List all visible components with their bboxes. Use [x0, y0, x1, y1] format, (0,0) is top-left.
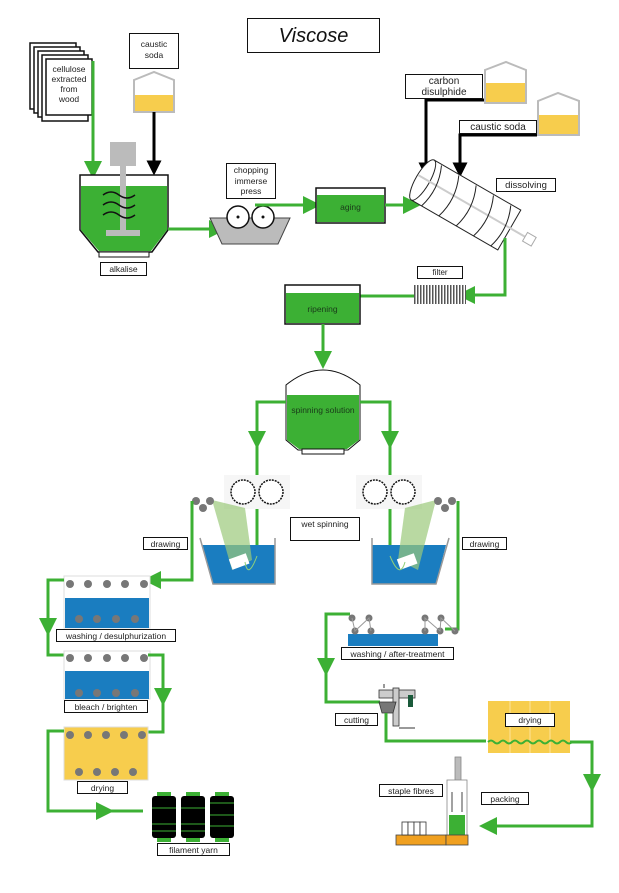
label-drawing-right: drawing: [462, 537, 507, 550]
label-ripening: ripening: [307, 304, 338, 314]
chopping-press-icon: [209, 205, 291, 245]
label-aging: aging: [340, 202, 361, 212]
label-caustic-soda-1: caustic soda: [129, 33, 179, 69]
spinneret-gears-right-icon: [356, 475, 422, 509]
cutting-machine-icon: [378, 684, 416, 729]
caustic-tank-2-icon: [537, 91, 580, 136]
drying-rollers-icon: [63, 726, 149, 781]
label-drying-right: drying: [505, 713, 555, 727]
label-washing-after-treatment: washing / after-treatment: [341, 647, 454, 660]
caustic-tank-icon: [133, 70, 175, 113]
label-carbon-disulphide: carbon disulphide: [405, 74, 483, 99]
label-drawing-left: drawing: [143, 537, 188, 550]
diagram-title: Viscose: [247, 18, 380, 53]
ripening-tank-icon: [284, 284, 361, 325]
label-filament-yarn: filament yarn: [157, 843, 230, 856]
carbon-disulphide-tank-icon: [484, 60, 527, 104]
label-drying-left: drying: [77, 781, 128, 794]
washing-after-treatment-bath-icon: [348, 614, 459, 646]
label-filter: filter: [417, 266, 463, 279]
staple-drying-chamber-icon: [487, 701, 573, 753]
label-wet-spinning: wet spinning: [290, 517, 360, 541]
spinning-solution-vessel-icon: [285, 369, 361, 455]
label-staple-fibres: staple fibres: [379, 784, 443, 797]
label-packing: packing: [481, 792, 529, 805]
spin-bath-right-icon: [371, 497, 456, 585]
label-alkalise: alkalise: [100, 262, 147, 276]
alkalise-vessel-icon: [79, 142, 169, 258]
label-cellulose: cellulose extracted from wood: [51, 64, 87, 104]
filament-yarn-bobbins-icon: [152, 792, 234, 842]
washing-desulphurization-bath-icon: [63, 575, 151, 629]
label-washing-desulphurization: washing / desulphurization: [56, 629, 176, 642]
label-chopping: chopping immerse press: [226, 163, 276, 199]
spinneret-gears-left-icon: [224, 475, 290, 509]
cellulose-sheets-icon: [29, 42, 93, 122]
spin-bath-left-icon: [192, 497, 276, 585]
aging-tank-icon: [315, 187, 386, 224]
label-spinning-solution: spinning solution: [291, 405, 355, 415]
filter-icon: [414, 285, 466, 304]
label-bleach-brighten: bleach / brighten: [64, 700, 148, 713]
packing-press-icon: [395, 756, 469, 846]
bleach-brighten-bath-icon: [63, 650, 151, 700]
label-cutting: cutting: [335, 713, 378, 726]
label-caustic-soda-2: caustic soda: [459, 120, 537, 134]
label-dissolving: dissolving: [496, 178, 556, 192]
dissolving-drum-icon: [409, 159, 537, 251]
